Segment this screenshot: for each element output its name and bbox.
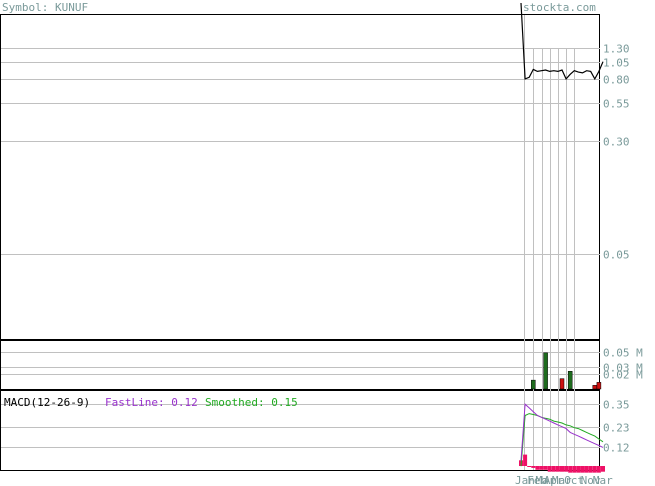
volume-series	[531, 352, 602, 390]
macd-histogram-bar	[560, 466, 564, 472]
price-tick-label: 0.80	[603, 74, 630, 87]
macd-histogram-bar	[543, 466, 548, 470]
volume-tick-label: 0.05 M	[603, 347, 643, 360]
macd-panel	[0, 390, 600, 471]
macd-smooth-value: Smoothed: 0.15	[205, 396, 298, 409]
macd-histogram-bar	[601, 466, 605, 472]
volume-bar	[567, 371, 573, 390]
symbol-label: Symbol: KUNUF	[2, 1, 88, 14]
macd-tick-label: 0.23	[603, 422, 630, 435]
price-tick-label: 1.05	[603, 57, 630, 70]
x-tick-label: Oct	[564, 474, 584, 486]
volume-bar	[531, 379, 536, 390]
macd-histogram-bar	[535, 466, 540, 470]
price-tick-label: 1.30	[603, 43, 630, 56]
site-label: stockta.com	[523, 1, 596, 14]
price-tick-label: 0.05	[603, 249, 630, 262]
volume-bar	[596, 382, 602, 390]
macd-histogram-bar	[584, 466, 589, 473]
macd-histogram-bar	[564, 466, 569, 472]
volume-tick-label: 0.03 M	[603, 362, 643, 375]
volume-bar	[543, 352, 548, 390]
x-tick-label: Jan	[515, 474, 535, 486]
macd-histogram-bar	[523, 454, 528, 466]
macd-tick-label: 0.35	[603, 399, 630, 412]
macd-histogram-bar	[547, 466, 552, 472]
macd-histogram-bar	[572, 466, 577, 473]
macd-histogram-bar	[555, 466, 560, 472]
price-series	[520, 2, 604, 81]
macd-histogram-bar	[588, 466, 593, 473]
volume-tick-label: 0.02 M	[603, 369, 643, 382]
macd-fast-value: FastLine: 0.12	[105, 396, 198, 409]
macd-histogram-bar	[592, 466, 597, 473]
macd-histogram-bar	[576, 466, 581, 473]
macd-histogram-bar	[596, 466, 601, 473]
macd-histogram-bar	[580, 466, 585, 473]
x-tick-label: Nov	[581, 474, 601, 486]
macd-tick-label: 0.12	[603, 442, 630, 455]
x-tick-label: Apr	[544, 474, 564, 486]
macd-histogram-bar	[531, 466, 536, 468]
x-tick-label: Feb	[527, 474, 547, 486]
x-tick-label: Mar	[593, 474, 613, 486]
volume-bar	[592, 385, 598, 390]
macd-histogram-bar	[568, 466, 573, 473]
macd-histogram-bar	[539, 466, 544, 470]
macd-title: MACD(12-26-9)	[4, 396, 90, 409]
x-tick-label: Mar	[536, 474, 556, 486]
price-tick-label: 0.30	[603, 136, 630, 149]
volume-panel	[0, 340, 600, 390]
volume-bar	[559, 378, 565, 390]
macd-fast-line	[520, 403, 604, 461]
macd-histogram-bar	[551, 466, 556, 472]
y-axis-labels: 1.301.05 0.80 0.55 0.30 0.05 0.05 M 0.03 M0.02…	[603, 43, 643, 455]
macd-smoothed-line	[520, 413, 604, 467]
price-tick-label: 0.55	[603, 98, 630, 111]
macd-histogram-bar	[527, 466, 532, 467]
x-tick-label: Mar	[552, 474, 572, 486]
gridlines	[1, 15, 600, 470]
macd-series	[519, 403, 605, 473]
price-panel	[0, 14, 600, 340]
price-line	[520, 2, 604, 81]
